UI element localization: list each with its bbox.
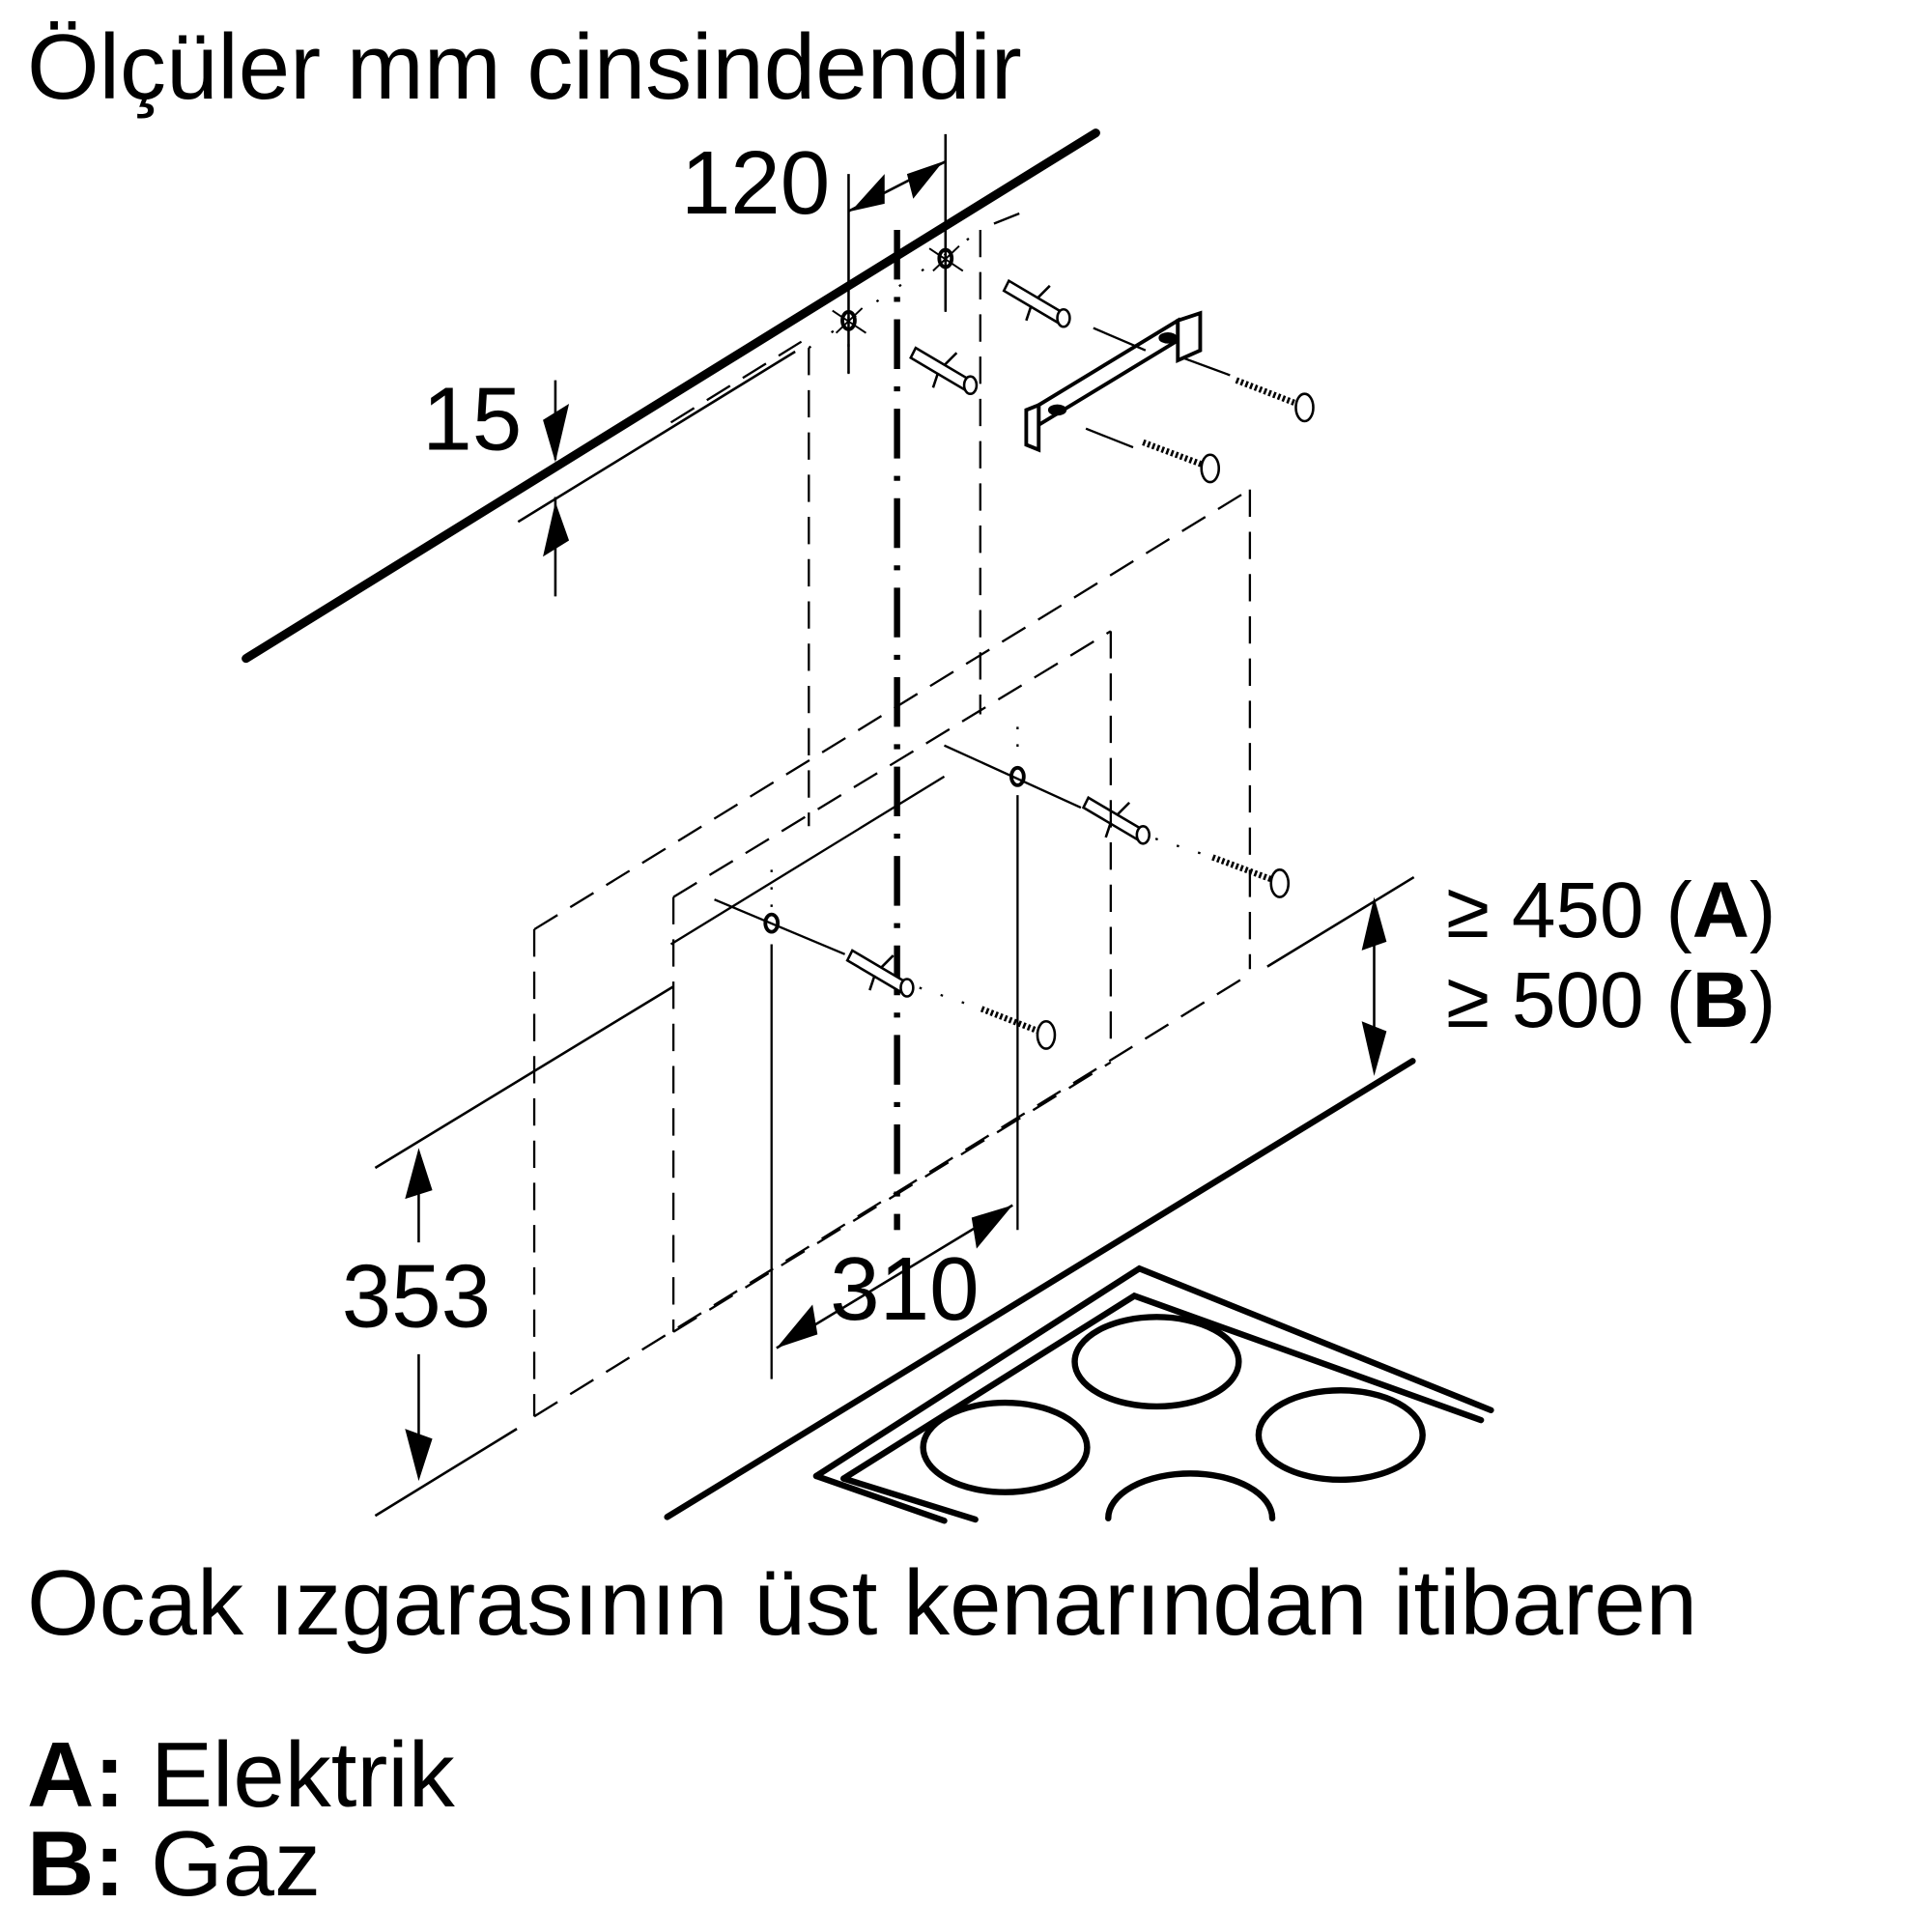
page-title: Ölçüler mm cinsindendir — [27, 15, 1022, 119]
wall-edge — [242, 128, 1100, 664]
screw-icon — [1235, 377, 1315, 423]
footer-note: Ocak ızgarasının üst kenarından itibaren — [27, 1551, 1697, 1655]
dimension-min-distance — [1266, 875, 1415, 1076]
upper-hole-guides — [669, 208, 1032, 827]
dim-15-label: 15 — [422, 369, 522, 469]
dimension-310: 310 — [776, 1204, 1013, 1350]
dim-120-label: 120 — [681, 132, 831, 233]
paren-close: ) — [1748, 956, 1776, 1044]
min-distance-a: ≥ 450 (A) — [1446, 871, 1776, 951]
screw-icon — [980, 1006, 1057, 1050]
min-distance-b-key: B — [1691, 956, 1749, 1044]
legend-item-b: B: Gaz — [27, 1818, 321, 1911]
dim-310-label: 310 — [830, 1238, 980, 1339]
hob-icon — [664, 1058, 1494, 1524]
bracket-guides — [1085, 327, 1252, 970]
gte-symbol: ≥ — [1446, 867, 1491, 954]
paren-close: ) — [1748, 867, 1776, 954]
upper-hole-left — [832, 307, 867, 334]
wall-plug-icon — [909, 346, 979, 396]
wall-plug-icon — [845, 949, 915, 998]
dimension-120: 120 — [681, 132, 948, 373]
paren-open: ( — [1665, 956, 1692, 1044]
lower-hole-left — [763, 912, 781, 934]
gte-symbol: ≥ — [1446, 956, 1491, 1044]
legend-label: Elektrik — [150, 1723, 455, 1827]
paren-open: ( — [1665, 867, 1692, 954]
screw-icon — [1211, 854, 1291, 898]
dim-353-label: 353 — [342, 1246, 492, 1347]
hood-outline — [532, 488, 1251, 1418]
dimension-15: 15 — [422, 350, 796, 597]
legend-label: Gaz — [150, 1812, 322, 1916]
legend-key: A: — [27, 1723, 126, 1827]
lower-hole-guides — [669, 726, 1213, 1379]
min-distance-b-value: 500 — [1511, 956, 1644, 1044]
wall-plug-icon — [1081, 795, 1151, 845]
screw-icon — [1142, 439, 1221, 484]
upper-hole-right — [928, 244, 964, 272]
dimension-353: 353 — [342, 985, 674, 1518]
min-distance-a-value: 450 — [1511, 867, 1644, 954]
legend-item-a: A: Elektrik — [27, 1729, 455, 1822]
legend-key: B: — [27, 1812, 126, 1916]
wall-plug-icon — [1002, 278, 1071, 328]
min-distance-b: ≥ 500 (B) — [1446, 961, 1776, 1040]
mounting-bracket-icon — [1024, 310, 1203, 453]
min-distance-a-key: A — [1691, 867, 1749, 954]
